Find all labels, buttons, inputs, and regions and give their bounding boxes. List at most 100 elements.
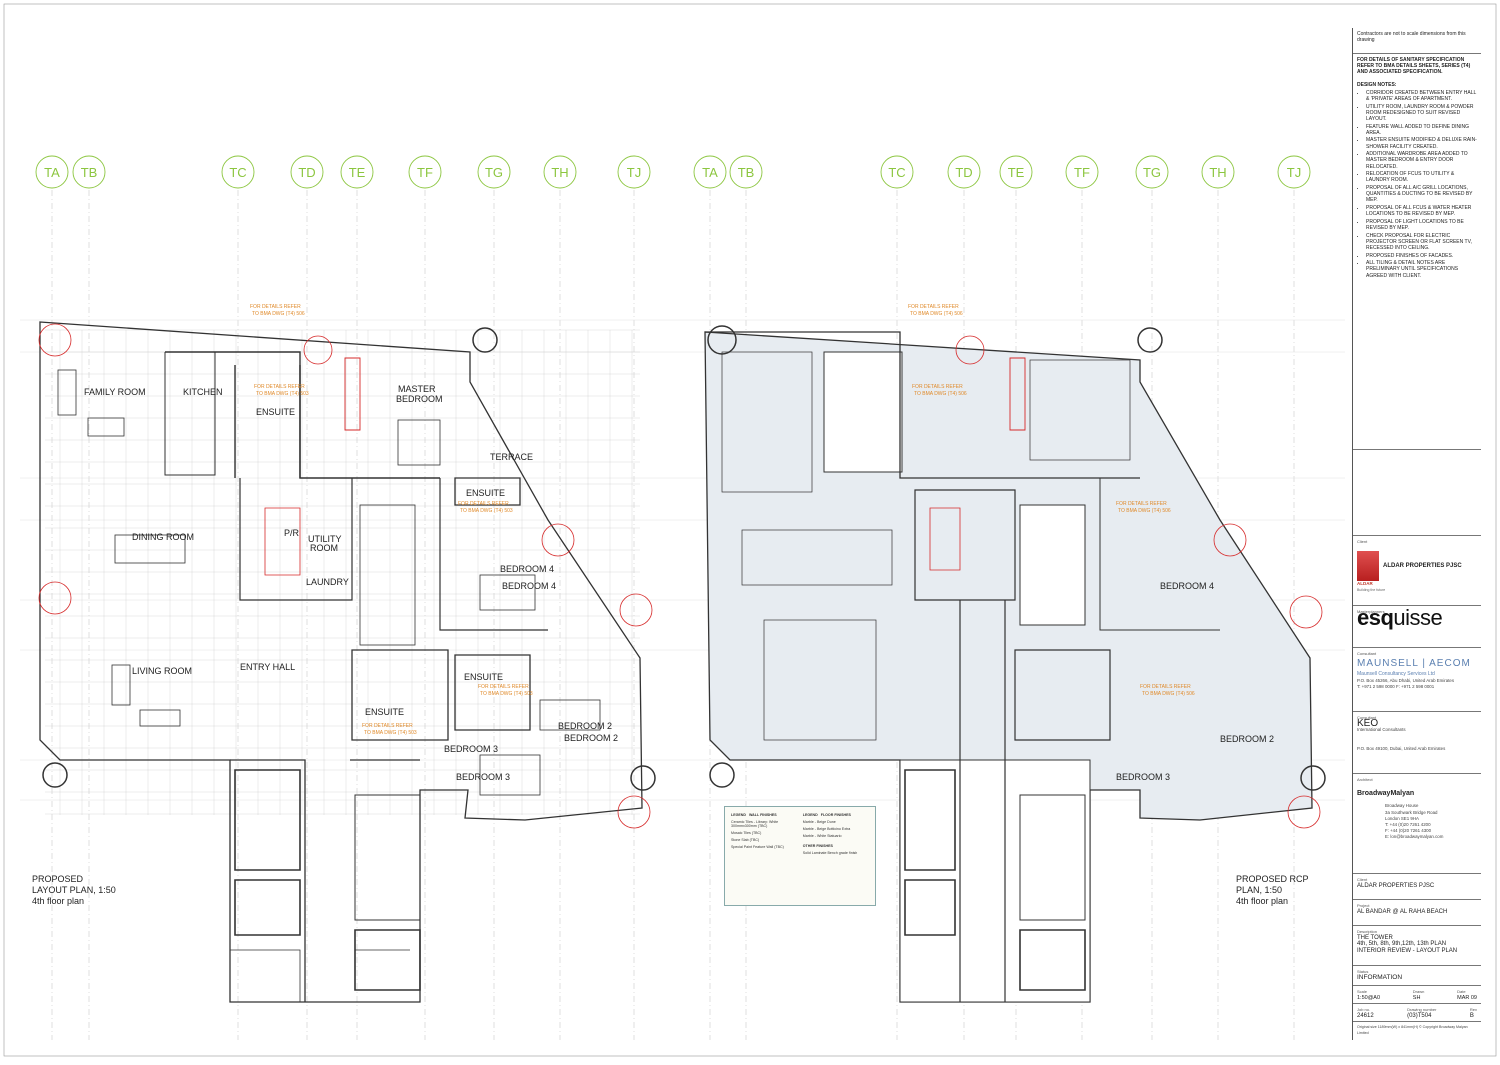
scale-note: Contractors are not to scale dimensions … — [1357, 31, 1466, 44]
room-ensuite-3: ENSUITE — [464, 672, 503, 682]
rcp-note-4a: FOR DETAILS REFER — [1140, 684, 1191, 690]
legend-item-1: Ceramic Tiles - Library: White 300mmx300… — [731, 820, 779, 828]
rev-label: Rev — [1469, 1007, 1477, 1012]
detail-note-4b: TO BMA DWG (T4) 503 — [480, 691, 533, 697]
project-section: Project AL BANDAR @ AL RAHA BEACH — [1353, 900, 1481, 926]
rcp-column-red-2 — [1213, 523, 1247, 557]
grid-bubble-label: TH — [1209, 165, 1226, 180]
rcp-column-grey-2 — [709, 762, 735, 788]
room-bed4-b: BEDROOM 4 — [502, 581, 556, 591]
rcp-plan — [704, 325, 1326, 1003]
room-laundry: LAUNDRY — [306, 577, 349, 587]
rcp-column-red-3 — [1289, 595, 1323, 629]
column-red-2 — [38, 581, 72, 615]
grid-bubble-label: TE — [1008, 165, 1025, 180]
description-label: Description — [1357, 929, 1378, 934]
room-bed3-b: BEDROOM 3 — [456, 772, 510, 782]
rcp-core-lift-4 — [1019, 929, 1086, 991]
legend-item-4: Special Paint Feature Wall (TBC) — [731, 845, 784, 849]
coffee-table — [87, 417, 125, 437]
masterplanner-section: Masterplanners esquisse — [1353, 606, 1481, 648]
rcp-core-lift-1 — [904, 769, 956, 871]
dwg-label: Drawing number — [1407, 1007, 1437, 1012]
layout-title-3: 4th floor plan — [32, 896, 84, 906]
design-note: CORRIDOR CREATED BETWEEN ENTRY HALL & 'P… — [1366, 90, 1477, 102]
consultant-label: Consultant — [1357, 651, 1377, 656]
legend-col2-title: WALL FINISHES — [748, 813, 777, 817]
sofa-family — [57, 369, 77, 416]
room-ensuite-4: ENSUITE — [365, 707, 404, 717]
room-bed4-a: BEDROOM 4 — [500, 564, 554, 574]
design-note: UTILITY ROOM, LAUNDRY ROOM & POWDER ROOM… — [1366, 104, 1477, 123]
wardrobe — [359, 504, 416, 646]
room-bed2-b: BEDROOM 2 — [564, 733, 618, 743]
layout-title-2: LAYOUT PLAN, 1:50 — [32, 885, 116, 895]
bm-email: E: lon@broadwaymalyan.com — [1385, 834, 1444, 840]
footer-copyright: Original size 1189mm(W) x 841mm(H) © Cop… — [1357, 1025, 1468, 1036]
room-living: LIVING ROOM — [132, 666, 192, 676]
finishes-legend: LEGEND WALL FINISHES Ceramic Tiles - Lib… — [724, 806, 876, 906]
rcp-panel-3 — [1029, 359, 1131, 461]
design-note: ALL TILING & DETAIL NOTES ARE PRELIMINAR… — [1366, 260, 1477, 279]
bm-address-3: London SE1 9HA — [1385, 815, 1419, 821]
room-entry: ENTRY HALL — [240, 662, 295, 672]
outer-wall — [39, 321, 643, 1003]
architect-section: Architect BroadwayMalyan Broadway House … — [1353, 774, 1481, 874]
column-grey-2 — [472, 327, 498, 353]
legend-floor-3: Marble - White Statuario — [802, 834, 842, 838]
red-detail-wall — [344, 357, 361, 431]
date-label: Date — [1457, 989, 1466, 994]
project-name: AL BANDAR @ AL RAHA BEACH — [1357, 909, 1448, 916]
legend-other-title: OTHER FINISHES — [802, 844, 833, 848]
grid-bubble-label: TG — [1143, 165, 1161, 180]
aldar-tagline: Building the future — [1357, 588, 1386, 593]
aldar-logo-text: ALDAR — [1357, 581, 1373, 587]
grid-bubble — [880, 155, 914, 189]
project-label: Project — [1357, 903, 1370, 908]
stair-core — [354, 794, 421, 921]
room-ensuite-2: ENSUITE — [466, 488, 505, 498]
design-note: CHECK PROPOSAL FOR ELECTRIC PROJECTOR SC… — [1366, 233, 1477, 252]
legend-floor-1: Marble - Beige Dune — [802, 820, 836, 824]
room-kitchen: KITCHEN — [183, 387, 223, 397]
grid-bubble — [999, 155, 1033, 189]
scale-label: Scale — [1357, 989, 1368, 994]
grid-bubble — [221, 155, 255, 189]
keo-sub: International Consultants — [1357, 727, 1406, 733]
bm-fax: F: +44 (0)20 7261 4300 — [1385, 828, 1432, 834]
rcp-column-grey-1 — [707, 325, 737, 355]
room-dining: DINING ROOM — [132, 532, 194, 542]
room-master-2: BEDROOM — [396, 394, 443, 404]
description-3: INTERIOR REVIEW - LAYOUT PLAN — [1357, 947, 1458, 954]
bm-tel: T: +44 (0)20 7261 4200 — [1385, 822, 1431, 828]
grid-bubble-label: TG — [485, 165, 503, 180]
rcp-corridor — [959, 600, 1006, 1002]
design-notes-list: CORRIDOR CREATED BETWEEN ENTRY HALL & 'P… — [1357, 90, 1477, 279]
rcp-note-1a: FOR DETAILS REFER — [908, 304, 959, 310]
design-note: PROPOSAL OF LIGHT LOCATIONS TO BE REVISE… — [1366, 219, 1477, 231]
rcp-kitchen-void — [823, 351, 903, 473]
family-zone-wall — [164, 352, 216, 476]
layout-plan-notes: FOR DETAILS REFER TO BMA DWG (T4) 506 FO… — [250, 304, 533, 736]
client2-label: Client — [1357, 877, 1368, 882]
rcp-room-bed4: BEDROOM 4 — [1160, 581, 1214, 591]
detail-note-1b: TO BMA DWG (T4) 506 — [252, 311, 305, 317]
notes-section: FOR DETAILS OF SANITARY SPECIFICATION RE… — [1353, 54, 1481, 450]
status-label: Status — [1357, 969, 1369, 974]
room-family: FAMILY ROOM — [84, 387, 146, 397]
grid-bubble-label: TE — [349, 165, 366, 180]
column-grey-3 — [630, 765, 656, 791]
legend-col1-title: LEGEND — [731, 813, 746, 817]
floor-tile-hatch — [45, 329, 640, 815]
esquisse-bold: esq — [1357, 605, 1394, 631]
rcp-wall-4 — [1014, 649, 1111, 741]
date-value: MAR 09 — [1457, 995, 1477, 1002]
detail-note-3a: FOR DETAILS REFER — [458, 501, 509, 507]
master-bed — [397, 419, 441, 466]
design-note: PROPOSAL OF ALL A/C GRILL LOCATIONS, QUA… — [1366, 185, 1477, 204]
keo-section: Consultant KEO International Consultants… — [1353, 712, 1481, 774]
grid-bubble — [340, 155, 374, 189]
design-note: RELOCATION OF FCUs TO UTILITY & LAUNDRY … — [1366, 171, 1477, 183]
